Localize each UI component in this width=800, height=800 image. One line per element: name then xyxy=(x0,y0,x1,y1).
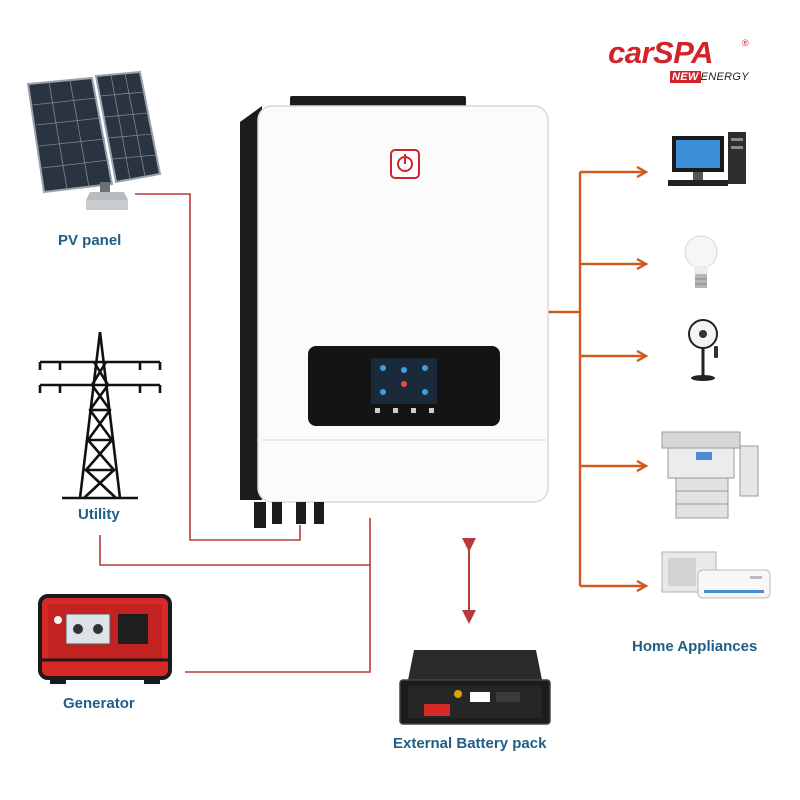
pv-line xyxy=(135,193,301,541)
air-conditioner-icon xyxy=(661,551,771,599)
brand-registered-mark: ® xyxy=(742,38,749,48)
brand-name: carSPA xyxy=(608,35,713,70)
light-bulb-icon xyxy=(684,235,718,288)
power-tower-icon xyxy=(38,331,162,500)
battery-label: External Battery pack xyxy=(393,735,547,752)
load-lines xyxy=(548,172,645,586)
pv-panel-label: PV panel xyxy=(58,232,122,249)
generator-line xyxy=(185,565,371,673)
inverter-icon xyxy=(240,96,549,528)
computer-icon xyxy=(668,132,746,186)
source-lines xyxy=(99,193,371,673)
battery-icon xyxy=(399,650,551,725)
home-appliances-label: Home Appliances xyxy=(632,638,758,655)
solar-panel-icon xyxy=(26,70,162,210)
generator-icon xyxy=(38,594,172,684)
utility-line xyxy=(99,518,371,566)
utility-label: Utility xyxy=(78,506,120,523)
generator-label: Generator xyxy=(63,695,135,712)
printer-icon xyxy=(661,431,759,519)
fan-icon xyxy=(688,319,718,381)
